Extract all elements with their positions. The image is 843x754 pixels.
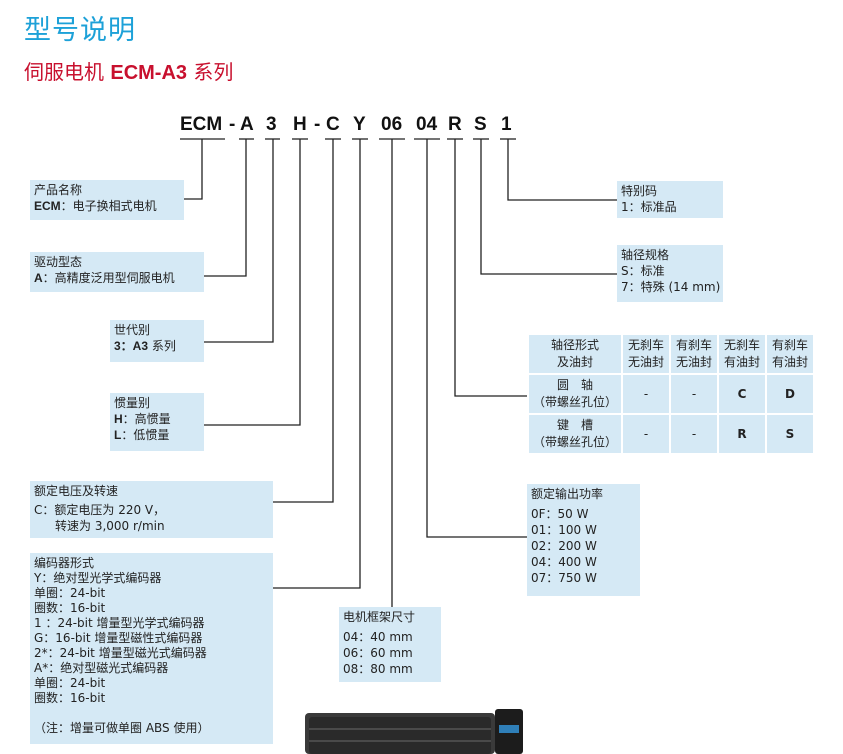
encoder-line: 单圈：24-bit <box>34 586 106 600</box>
special-code-header: 特别码 <box>621 184 658 198</box>
encoder-line: Y：绝对型光学式编码器 <box>34 571 162 585</box>
table-header-cell: 有刹车无油封 <box>671 335 717 373</box>
series-subtitle: 伺服电机 ECM-A3 系列 <box>24 56 233 85</box>
page-title: 型号说明 <box>24 15 136 46</box>
inertia-high-line: H：高惯量 <box>114 411 200 427</box>
rated-power-header: 额定输出功率 <box>531 487 604 501</box>
special-code-line: 1：标准品 <box>621 200 677 214</box>
drive-type-header: 驱动型态 <box>34 255 83 269</box>
subtitle-model: ECM-A3 <box>110 62 188 84</box>
voltage-box: 额定电压及转速 C：额定电压为 220 V， 转速为 3,000 r/min <box>30 481 273 538</box>
frame-size-line: 08：80 mm <box>343 662 413 676</box>
table-cell: - <box>623 375 669 413</box>
generation-box: 世代别 3：A3 系列 <box>110 320 204 362</box>
table-cell: D <box>767 375 813 413</box>
rated-power-line: 07：750 W <box>531 571 597 585</box>
table-row: 圆 轴（带螺丝孔位） - - C D <box>529 375 813 413</box>
frame-size-box: 电机框架尺寸 04：40 mm 06：60 mm 08：80 mm <box>339 607 441 682</box>
generation-header: 世代别 <box>114 323 151 337</box>
shaft-spec-line-2: 7：特殊 (14 mm) <box>621 280 721 294</box>
code-power: 04 <box>416 114 438 135</box>
encoder-line: 1 ：24-bit 增量型光学式编码器 <box>34 616 205 630</box>
table-row-label: 键 槽（带螺丝孔位） <box>529 415 621 453</box>
encoder-line: 圈数：16-bit <box>34 601 106 615</box>
table-cell: C <box>719 375 765 413</box>
inertia-high-code: H <box>114 412 123 426</box>
table-row: 键 槽（带螺丝孔位） - - R S <box>529 415 813 453</box>
subtitle-suffix: 系列 <box>187 60 234 84</box>
rated-power-line: 01：100 W <box>531 523 597 537</box>
encoder-line: 单圈：24-bit <box>34 676 106 690</box>
code-shaft-spec: S <box>474 114 487 135</box>
table-header-cell: 无刹车无油封 <box>623 335 669 373</box>
drive-type-line: A：高精度泛用型伺服电机 <box>34 270 200 286</box>
code-dash-1: - <box>229 114 236 135</box>
voltage-header: 额定电压及转速 <box>34 484 119 498</box>
inertia-low-desc: ：低惯量 <box>121 428 170 442</box>
inertia-high-desc: ：高惯量 <box>122 412 171 426</box>
generation-desc: 系列 <box>148 339 176 353</box>
product-name-box: 产品名称 ECM：电子换相式电机 <box>30 180 184 220</box>
encoder-header: 编码器形式 <box>34 556 95 570</box>
rated-power-line: 0F：50 W <box>531 507 589 521</box>
product-name-line: ECM：电子换相式电机 <box>34 198 180 214</box>
code-shaft-type: R <box>448 114 462 135</box>
code-inertia: H <box>293 114 307 135</box>
encoder-box: 编码器形式 Y：绝对型光学式编码器 单圈：24-bit 圈数：16-bit 1 … <box>30 553 273 744</box>
product-name-code: ECM <box>34 199 61 213</box>
table-cell: R <box>719 415 765 453</box>
encoder-line <box>34 706 269 721</box>
table-cell: - <box>623 415 669 453</box>
rated-power-box: 额定输出功率 0F：50 W 01：100 W 02：200 W 04：400 … <box>527 484 640 596</box>
product-name-desc: ：电子换相式电机 <box>60 199 157 213</box>
code-drive-type: A <box>240 114 254 135</box>
table-header-cell: 轴径形式及油封 <box>529 335 621 373</box>
inertia-header: 惯量别 <box>114 396 151 410</box>
frame-size-header: 电机框架尺寸 <box>343 610 416 624</box>
rated-power-line: 04：400 W <box>531 555 597 569</box>
encoder-line: 2*：24-bit 增量型磁光式编码器 <box>34 646 207 660</box>
subtitle-prefix: 伺服电机 <box>24 60 111 84</box>
generation-code: 3：A3 <box>114 339 149 353</box>
table-cell: - <box>671 375 717 413</box>
table-cell: - <box>671 415 717 453</box>
table-header-cell: 有刹车有油封 <box>767 335 813 373</box>
encoder-note: （注：增量可做单圈 ABS 使用） <box>34 721 210 735</box>
code-voltage: C <box>326 114 340 135</box>
generation-line: 3：A3 系列 <box>114 338 200 354</box>
frame-size-line: 04：40 mm <box>343 630 413 644</box>
table-header-row: 轴径形式及油封 无刹车无油封 有刹车无油封 无刹车有油封 有刹车有油封 <box>529 335 813 373</box>
encoder-line: 圈数：16-bit <box>34 691 106 705</box>
voltage-line-1: C：额定电压为 220 V， <box>34 503 166 517</box>
table-header-cell: 无刹车有油封 <box>719 335 765 373</box>
code-encoder: Y <box>353 114 366 135</box>
product-name-header: 产品名称 <box>34 183 83 197</box>
code-special: 1 <box>501 114 512 135</box>
servo-motor-image <box>303 707 525 754</box>
frame-size-line: 06：60 mm <box>343 646 413 660</box>
code-frame: 06 <box>381 114 403 135</box>
drive-type-code: A <box>34 271 43 285</box>
code-generation: 3 <box>266 114 277 135</box>
inertia-low-code: L <box>114 428 122 442</box>
shaft-spec-header: 轴径规格 <box>621 248 670 262</box>
inertia-low-line: L：低惯量 <box>114 427 200 443</box>
encoder-line: A*：绝对型磁光式编码器 <box>34 661 169 675</box>
drive-type-box: 驱动型态 A：高精度泛用型伺服电机 <box>30 252 204 292</box>
special-code-box: 特别码 1：标准品 <box>617 181 723 218</box>
code-ecm: ECM <box>180 114 223 135</box>
shaft-spec-box: 轴径规格 S：标准 7：特殊 (14 mm) <box>617 245 723 302</box>
inertia-box: 惯量别 H：高惯量 L：低惯量 <box>110 393 204 451</box>
table-cell: S <box>767 415 813 453</box>
rated-power-line: 02：200 W <box>531 539 597 553</box>
code-dash-2: - <box>314 114 321 135</box>
table-row-label: 圆 轴（带螺丝孔位） <box>529 375 621 413</box>
encoder-line: G：16-bit 增量型磁性式编码器 <box>34 631 203 645</box>
voltage-line-2: 转速为 3,000 r/min <box>55 519 165 533</box>
shaft-spec-line-1: S：标准 <box>621 264 665 278</box>
drive-type-desc: ：高精度泛用型伺服电机 <box>42 271 175 285</box>
shaft-type-table: 轴径形式及油封 无刹车无油封 有刹车无油封 无刹车有油封 有刹车有油封 圆 轴（… <box>527 333 815 455</box>
